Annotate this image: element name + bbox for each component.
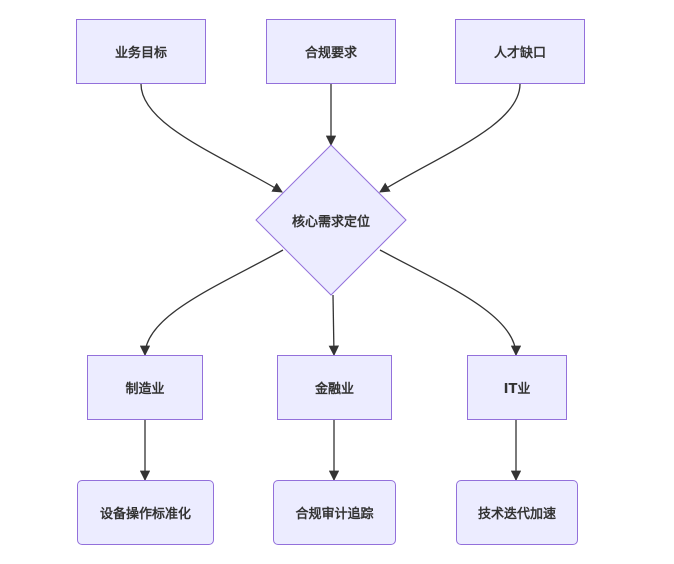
edge-core-need-to-finance <box>328 294 340 357</box>
node-compliance-audit: 合规审计追踪 <box>273 480 396 545</box>
node-compliance-label: 合规要求 <box>304 46 357 61</box>
node-business-goal-label: 业务目标 <box>114 46 167 61</box>
core-need-text: 核心需求定位 <box>291 214 370 230</box>
node-core-need-label: 核心需求定位 <box>256 205 406 235</box>
edge-core-need-to-it <box>379 249 522 357</box>
node-talent-gap-label: 人才缺口 <box>493 46 546 61</box>
node-manufacturing: 制造业 <box>87 355 203 420</box>
node-equipment-standardization: 设备操作标准化 <box>77 480 214 545</box>
edge-talent-gap-to-core-need <box>379 83 521 193</box>
node-it-label: IT业 <box>503 382 531 397</box>
node-it: IT业 <box>467 355 567 420</box>
node-finance: 金融业 <box>277 355 392 420</box>
node-tech-iteration-label: 技术迭代加速 <box>477 507 556 522</box>
node-talent-gap: 人才缺口 <box>455 19 585 84</box>
node-business-goal: 业务目标 <box>76 19 206 84</box>
core-need-diamond <box>255 144 407 296</box>
node-equipment-standardization-label: 设备操作标准化 <box>99 507 191 522</box>
edge-business-goal-to-core-need <box>140 83 283 193</box>
node-tech-iteration: 技术迭代加速 <box>456 480 578 545</box>
node-manufacturing-label: 制造业 <box>125 382 165 397</box>
node-compliance-audit-label: 合规审计追踪 <box>295 507 374 522</box>
edge-core-need-to-manufacturing <box>139 249 284 357</box>
node-finance-label: 金融业 <box>314 382 354 397</box>
node-compliance: 合规要求 <box>266 19 396 84</box>
